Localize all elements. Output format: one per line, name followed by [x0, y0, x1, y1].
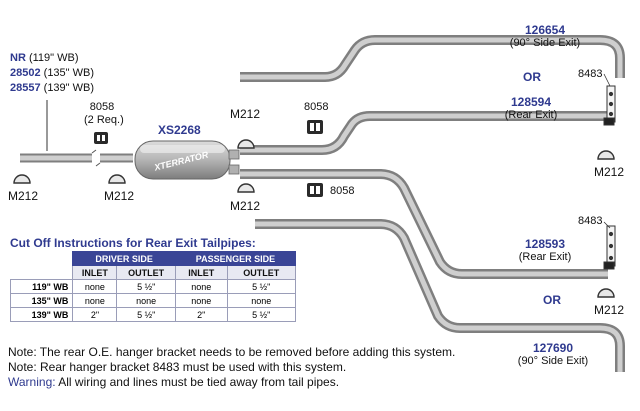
bracket-8483-bottom-label: 8483: [578, 215, 603, 227]
tailpipe-128593-label: 128593(Rear Exit): [518, 237, 572, 264]
hanger-8058-top-label: 8058: [304, 101, 329, 113]
clamp-icon: [13, 139, 615, 298]
bracket-8483-top-label: 8483: [578, 68, 603, 80]
clamp-label-right-b: M212: [594, 303, 625, 317]
kit-nr: NR (119" WB): [10, 52, 79, 64]
or-divider-bottom: OR: [543, 293, 561, 307]
note-hanger-removal: Note: The rear O.E. hanger bracket needs…: [8, 345, 456, 359]
tailpipe-126654: [240, 35, 625, 82]
kit-28502: 28502 (135" WB): [10, 67, 95, 79]
muffler-part: XS2268: [158, 123, 201, 137]
clamp-label-mid: M212: [104, 189, 135, 203]
note-bracket-8483: Note: Rear hanger bracket 8483 must be u…: [8, 360, 347, 374]
passenger-inlet-header: INLET: [174, 265, 228, 280]
tailpipe-128593: [240, 169, 608, 279]
passenger-outlet-header: OUTLET: [226, 265, 297, 280]
clamp-label-left: M212: [8, 189, 39, 203]
driver-side-header: DRIVER SIDE: [72, 251, 176, 266]
tailpipe-128594: [240, 111, 608, 155]
clamp-label-right-a: M212: [594, 165, 625, 179]
clamp-label-top: M212: [230, 107, 261, 121]
hanger-8058-bottom-label: 8058: [330, 185, 355, 197]
passenger-side-header: PASSENGER SIDE: [174, 251, 297, 266]
table-row: 139" WB 2"5 ½" 2"5 ½": [9, 307, 297, 322]
warning-note: Warning: All wiring and lines must be ti…: [8, 375, 340, 389]
tailpipe-126654-label: 126654(90° Side Exit): [509, 23, 581, 50]
tailpipe-127690-label: 127690(90° Side Exit): [517, 341, 589, 368]
hanger-icon: [94, 120, 323, 197]
cutoff-title: Cut Off Instructions for Rear Exit Tailp…: [10, 236, 256, 250]
hanger-8058-label: 8058(2 Req.): [84, 101, 124, 126]
muffler: XTERRATOR: [134, 140, 240, 180]
tailpipe-128594-label: 128594(Rear Exit): [504, 95, 558, 122]
bracket-icon: [603, 85, 616, 270]
driver-outlet-header: OUTLET: [116, 265, 176, 280]
cutoff-table: DRIVER SIDE PASSENGER SIDE INLET OUTLET …: [9, 251, 297, 322]
driver-inlet-header: INLET: [72, 265, 118, 280]
tailpipe-127690: [255, 219, 625, 372]
or-divider-top: OR: [523, 70, 541, 84]
clamp-label-bottom: M212: [230, 199, 261, 213]
inlet-pipe: [20, 149, 133, 167]
kit-28557: 28557 (139" WB): [10, 82, 95, 94]
